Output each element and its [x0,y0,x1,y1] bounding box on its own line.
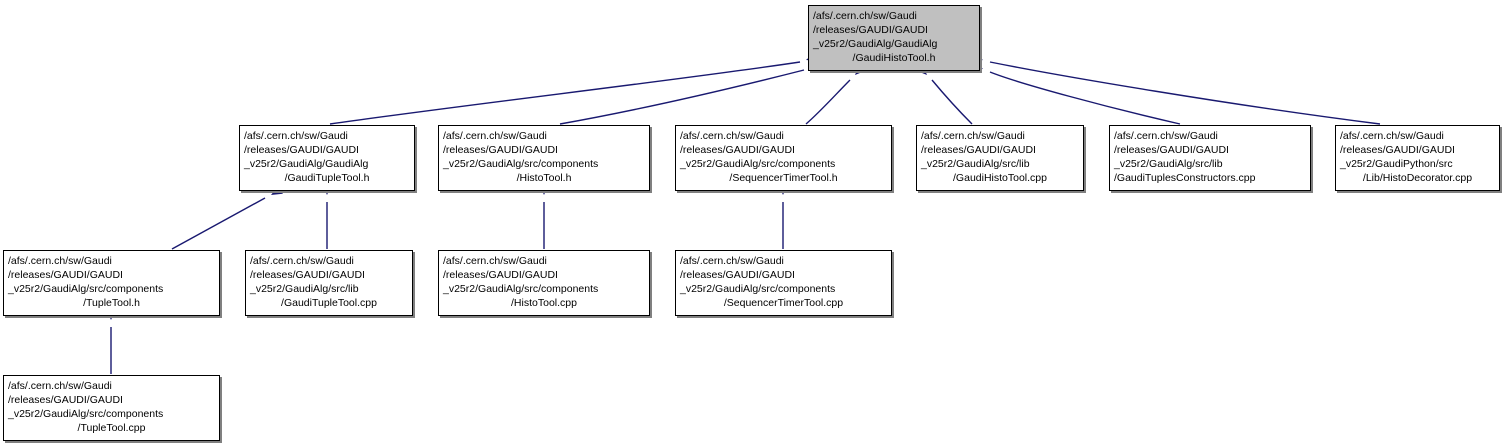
node-label-line: /afs/.cern.ch/sw/Gaudi [443,255,547,267]
node-label-line: /afs/.cern.ch/sw/Gaudi [250,255,354,267]
node-label-line: /afs/.cern.ch/sw/Gaudi [1114,130,1218,142]
node-label-line: /GaudiHistoTool.cpp [953,172,1047,184]
node-tuple-tool-cpp[interactable]: /afs/.cern.ch/sw/Gaudi/releases/GAUDI/GA… [3,375,220,441]
node-gaudi-tuples-constructors-cpp[interactable]: /afs/.cern.ch/sw/Gaudi/releases/GAUDI/GA… [1109,125,1311,191]
node-label-line: /releases/GAUDI/GAUDI [813,24,928,36]
node-label-line: /releases/GAUDI/GAUDI [250,269,365,281]
node-label-line: _v25r2/GaudiAlg/src/lib [1114,158,1223,170]
node-label-line: _v25r2/GaudiAlg/src/lib [250,283,359,295]
node-label-line: /TupleTool.cpp [77,422,146,434]
node-label-line: _v25r2/GaudiAlg/src/components [8,408,164,420]
node-label-line: _v25r2/GaudiAlg/GaudiAlg [244,158,369,170]
edge-line [989,71,1181,125]
node-label-line: /releases/GAUDI/GAUDI [244,144,359,156]
node-label-line: /releases/GAUDI/GAUDI [921,144,1036,156]
node-label-line: /HistoTool.h [516,172,572,184]
node-gaudi-tuple-tool-h[interactable]: /afs/.cern.ch/sw/Gaudi/releases/GAUDI/GA… [239,125,415,191]
edge-sequencertimertool-h-to-root [805,63,867,125]
node-label-line: /afs/.cern.ch/sw/Gaudi [8,255,112,267]
node-label-line: /afs/.cern.ch/sw/Gaudi [813,10,917,22]
edge-histotool-cpp-to-histotool-h [539,184,549,249]
node-label-line: /Lib/HistoDecorator.cpp [1362,172,1473,184]
node-label-line: /releases/GAUDI/GAUDI [443,144,558,156]
node-label-line: _v25r2/GaudiPython/src [1340,158,1453,170]
edge-line [931,79,973,125]
node-label-line: /afs/.cern.ch/sw/Gaudi [8,380,112,392]
node-label-line: /GaudiHistoTool.h [852,52,936,64]
node-label-line: /releases/GAUDI/GAUDI [680,269,795,281]
node-label-line: _v25r2/GaudiAlg/src/components [8,283,164,295]
node-label-line: /GaudiTupleTool.cpp [281,297,377,309]
node-label-line: /afs/.cern.ch/sw/Gaudi [244,130,348,142]
edge-gauditupletool-cpp-to-gauditupletool-h [322,184,332,249]
node-label-line: _v25r2/GaudiAlg/src/components [680,283,836,295]
node-label-line: _v25r2/GaudiAlg/src/components [443,158,599,170]
node-label-line: /releases/GAUDI/GAUDI [1340,144,1455,156]
node-label-line: /releases/GAUDI/GAUDI [443,269,558,281]
node-label-line: _v25r2/GaudiAlg/src/components [443,283,599,295]
node-label-line: /GaudiTuplesConstructors.cpp [1114,172,1256,184]
node-label-line: /afs/.cern.ch/sw/Gaudi [443,130,547,142]
node-histo-decorator-cpp[interactable]: /afs/.cern.ch/sw/Gaudi/releases/GAUDI/GA… [1335,125,1500,191]
node-gaudi-histo-tool-cpp[interactable]: /afs/.cern.ch/sw/Gaudi/releases/GAUDI/GA… [916,125,1084,191]
edge-line [329,61,801,125]
edge-line [805,79,851,125]
node-label-line: /releases/GAUDI/GAUDI [8,394,123,406]
edge-line [171,197,266,250]
edge-tupletool-cpp-to-tupletool-h [106,309,116,374]
node-tuple-tool-h[interactable]: /afs/.cern.ch/sw/Gaudi/releases/GAUDI/GA… [3,250,220,316]
node-histo-tool-h[interactable]: /afs/.cern.ch/sw/Gaudi/releases/GAUDI/GA… [438,125,650,191]
node-label-line: /SequencerTimerTool.cpp [723,297,844,309]
edge-gaudituplesconstructors-cpp-to-root [971,60,1181,125]
node-label-line: /releases/GAUDI/GAUDI [8,269,123,281]
node-label-line: /afs/.cern.ch/sw/Gaudi [1340,130,1444,142]
node-label-line: _v25r2/GaudiAlg/GaudiAlg [813,38,938,50]
edge-gauditupletool-h-to-root [329,52,818,125]
node-label-line: /afs/.cern.ch/sw/Gaudi [680,255,784,267]
node-label-line: /releases/GAUDI/GAUDI [1114,144,1229,156]
node-label-line: /afs/.cern.ch/sw/Gaudi [921,130,1025,142]
edge-sequencertimertool-cpp-to-h [778,184,788,249]
node-label-line: /SequencerTimerTool.h [729,172,838,184]
edge-tupletool-h-to-gauditupletool-h [171,185,283,250]
node-label-line: /GaudiTupleTool.h [284,172,370,184]
node-label-line: _v25r2/GaudiAlg/src/lib [921,158,1030,170]
edge-gaudihistotool-cpp-to-root [915,63,973,125]
node-label-line: /afs/.cern.ch/sw/Gaudi [680,130,784,142]
node-label-line: /HistoTool.cpp [511,297,577,309]
node-label-line: /releases/GAUDI/GAUDI [680,144,795,156]
node-histo-tool-cpp[interactable]: /afs/.cern.ch/sw/Gaudi/releases/GAUDI/GA… [438,250,650,316]
node-gaudi-histo-tool-h[interactable]: /afs/.cern.ch/sw/Gaudi/releases/GAUDI/GA… [808,5,980,71]
node-label-line: /TupleTool.h [83,297,140,309]
edge-histodecorator-cpp-to-root [971,53,1381,125]
node-gaudi-tuple-tool-cpp[interactable]: /afs/.cern.ch/sw/Gaudi/releases/GAUDI/GA… [245,250,413,316]
edge-line [559,69,805,125]
edge-histotool-h-to-root [559,60,823,125]
node-sequencer-timer-tool-h[interactable]: /afs/.cern.ch/sw/Gaudi/releases/GAUDI/GA… [675,125,892,191]
node-sequencer-timer-tool-cpp[interactable]: /afs/.cern.ch/sw/Gaudi/releases/GAUDI/GA… [675,250,892,316]
node-label-line: _v25r2/GaudiAlg/src/components [680,158,836,170]
edge-line [989,61,1381,125]
